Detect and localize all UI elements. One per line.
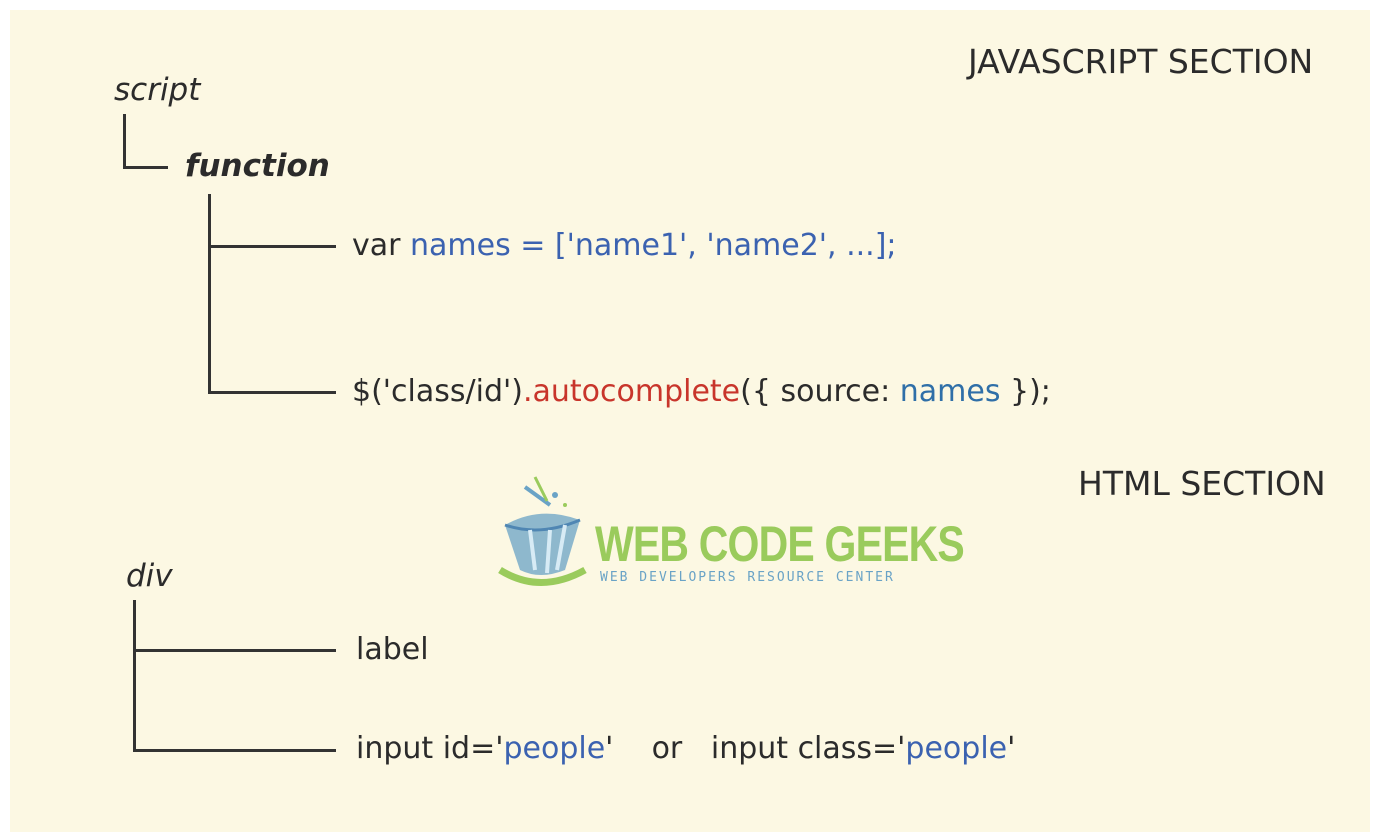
var-keyword: var: [352, 228, 411, 263]
script-connector-horizontal: [123, 166, 168, 169]
script-node-label: script: [114, 72, 201, 108]
logo-subtitle: WEB DEVELOPERS RESOURCE CENTER: [600, 570, 895, 585]
names-array-code: names = ['name1', 'name2', ...];: [410, 228, 897, 263]
js-section-heading: JAVASCRIPT SECTION: [968, 42, 1314, 81]
autocomplete-method: .autocomplete: [522, 374, 741, 409]
logo-emblem-icon: [498, 476, 587, 586]
diagram-canvas: JAVASCRIPT SECTION script function var n…: [10, 10, 1370, 832]
args-open: ({ source:: [740, 374, 900, 409]
div-node-label: div: [126, 558, 173, 594]
args-close: });: [1000, 374, 1051, 409]
web-code-geeks-logo: WEB CODE GEEKS WEB DEVELOPERS RESOURCE C…: [495, 475, 965, 590]
div-connector-branch-2: [133, 749, 336, 752]
div-connector-vertical: [133, 600, 136, 752]
div-connector-branch-1: [133, 649, 336, 652]
selector-code: $('class/id'): [352, 374, 523, 409]
input-class-suffix: ': [1007, 731, 1016, 766]
script-connector-vertical: [123, 114, 126, 169]
autocomplete-call-line: $('class/id').autocomplete({ source: nam…: [352, 374, 1051, 409]
input-class-prefix: ' or input class=': [605, 731, 906, 766]
function-connector-branch-2: [208, 391, 336, 394]
function-connector-branch-1: [208, 245, 336, 248]
function-connector-vertical: [208, 194, 211, 394]
logo-title: WEB CODE GEEKS: [595, 516, 965, 572]
input-node: input id='people' or input class='people…: [356, 731, 1015, 766]
label-node: label: [356, 632, 429, 667]
input-id-value: people: [503, 731, 606, 766]
input-id-prefix: input id=': [356, 731, 504, 766]
input-class-value: people: [905, 731, 1008, 766]
source-value: names: [899, 374, 1001, 409]
names-array-line: var names = ['name1', 'name2', ...];: [352, 228, 897, 263]
function-node-label: function: [185, 148, 330, 184]
html-section-heading: HTML SECTION: [1078, 464, 1326, 503]
